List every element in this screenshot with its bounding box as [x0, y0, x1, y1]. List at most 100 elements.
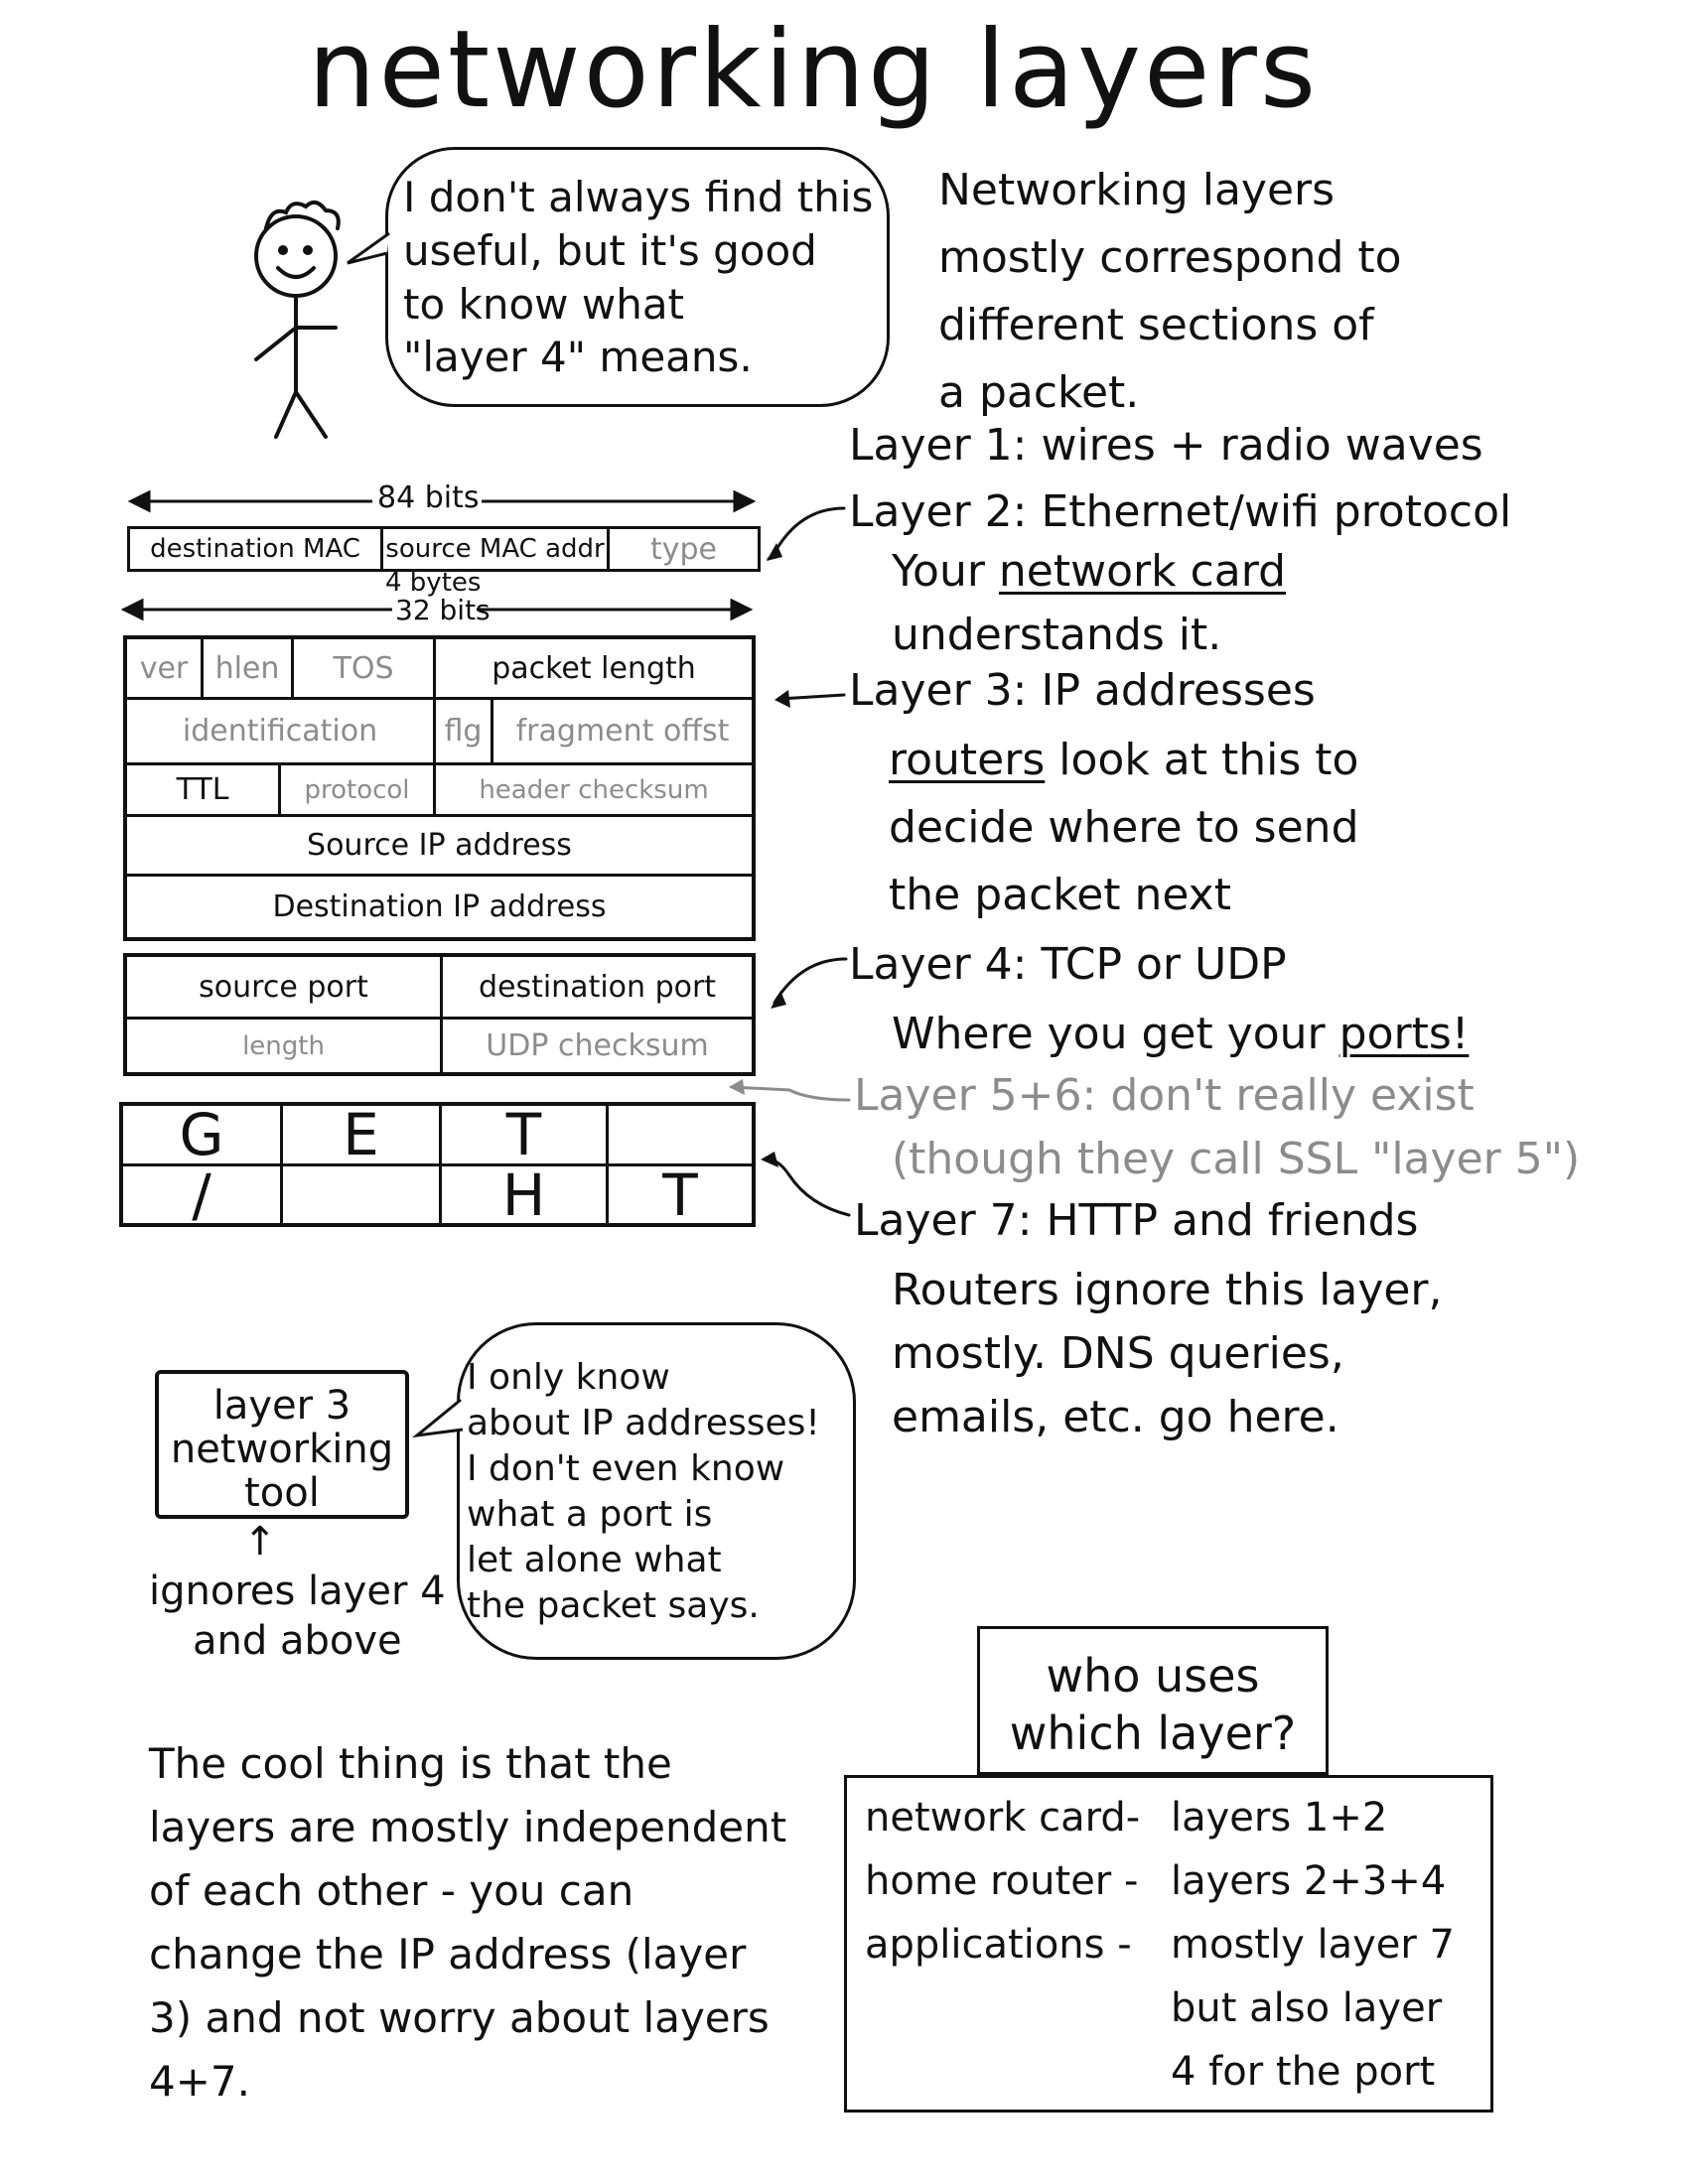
source-port-field: source port: [199, 969, 368, 1005]
payload-char: H: [501, 1160, 546, 1229]
layer56-label: Layer 5+6: don't really exist: [854, 1070, 1475, 1121]
payload-char: T: [662, 1160, 698, 1229]
up-arrow-icon: ↑: [243, 1519, 277, 1565]
network-card-term: network card: [998, 546, 1286, 597]
http-payload: G E T / H T: [119, 1101, 756, 1229]
layer3-tool-box: layer 3 networking tool: [155, 1370, 409, 1519]
ip-header: ver hlen TOS packet length identificatio…: [123, 635, 756, 941]
tool-box-line: networking: [170, 1427, 394, 1472]
intro-line: mostly correspond to: [938, 232, 1402, 283]
what-cell-extra: 4 for the port: [1171, 2049, 1436, 2095]
who-cell: network card-: [865, 1795, 1141, 1841]
tool-box-text: layer 3 networking tool: [159, 1384, 405, 1515]
ip-width-bits-label: 32 bits: [395, 594, 491, 626]
paragraph-line: 3) and not worry about layers: [149, 1993, 770, 2042]
page-title: networking layers: [308, 8, 1320, 132]
layer3-label: Layer 3: IP addresses: [849, 665, 1316, 716]
ports-term: ports!: [1338, 1009, 1470, 1059]
ver-field: ver: [139, 650, 189, 686]
source-mac-field: source MAC addr: [383, 529, 610, 569]
layer3-desc-2: decide where to send: [889, 802, 1359, 853]
speech-line: to know what: [403, 279, 685, 329]
who-cell: applications -: [865, 1922, 1132, 1968]
ip-width-bytes-label: 4 bytes: [385, 568, 482, 598]
payload-char: E: [343, 1101, 379, 1168]
routers-term: routers: [889, 735, 1046, 785]
speech-line: "layer 4" means.: [403, 333, 753, 382]
what-cell: layers 1+2: [1171, 1795, 1388, 1841]
speech-bubble-top: [385, 147, 890, 407]
speech-line: I don't even know: [467, 1448, 785, 1489]
paragraph-line: change the IP address (layer: [149, 1930, 747, 1979]
speech-line: let alone what: [467, 1540, 722, 1580]
intro-line: different sections of: [938, 300, 1374, 350]
destination-mac-field: destination MAC: [130, 529, 383, 569]
layer7-desc-line: Routers ignore this layer,: [892, 1265, 1443, 1315]
layer7-desc-line: mostly. DNS queries,: [892, 1328, 1344, 1379]
what-cell: layers 2+3+4: [1171, 1858, 1447, 1904]
cool-thing-paragraph: The cool thing is that the layers are mo…: [149, 1732, 786, 2114]
who-uses-title-line: which layer?: [1009, 1706, 1297, 1760]
who-uses-title-box: who uses which layer?: [977, 1626, 1329, 1775]
layer2-desc: Your network card: [892, 546, 1286, 597]
intro-text: Networking layers mostly correspond to d…: [938, 157, 1402, 427]
udp-checksum-field: UDP checksum: [486, 1028, 709, 1063]
ethernet-header: destination MAC source MAC addr type: [127, 526, 761, 572]
what-cell-extra: but also layer: [1171, 1985, 1443, 2031]
udp-header: source port destination port length UDP …: [123, 953, 756, 1076]
ethernet-width-label: 84 bits: [377, 480, 480, 515]
layer7-desc: Routers ignore this layer, mostly. DNS q…: [892, 1259, 1443, 1449]
destination-port-field: destination port: [478, 969, 717, 1005]
tool-caption-line: ignores layer 4: [149, 1569, 446, 1614]
flags-field: flg: [444, 714, 483, 749]
speech-line: I don't always find this: [403, 173, 874, 221]
speech-bubble-tool-text: I only know about IP addresses! I don't …: [467, 1355, 820, 1629]
payload-char: /: [192, 1160, 211, 1229]
layer3-desc: routers look at this to: [889, 735, 1359, 785]
speech-line: useful, but it's good: [403, 225, 817, 275]
layer56-desc: (though they call SSL "layer 5"): [892, 1134, 1581, 1184]
packet-length-field: packet length: [492, 650, 696, 686]
layer4-label: Layer 4: TCP or UDP: [849, 939, 1287, 990]
paragraph-line: The cool thing is that the: [149, 1739, 672, 1788]
layer7-desc-line: emails, etc. go here.: [892, 1392, 1339, 1442]
source-ip-field: Source IP address: [307, 828, 572, 863]
who-uses-title-line: who uses: [1046, 1649, 1260, 1703]
what-cell: mostly layer 7: [1171, 1922, 1455, 1968]
hlen-field: hlen: [214, 650, 280, 686]
payload-char: T: [505, 1101, 542, 1168]
paragraph-line: layers are mostly independent: [149, 1803, 787, 1851]
speech-line: I only know: [467, 1357, 670, 1398]
length-field: length: [242, 1030, 325, 1061]
paragraph-line: 4+7.: [149, 2057, 250, 2106]
identification-field: identification: [182, 714, 378, 749]
header-checksum-field: header checksum: [479, 774, 709, 805]
paragraph-line: of each other - you can: [149, 1866, 634, 1915]
what-column: layers 1+2 layers 2+3+4 mostly layer 7 b…: [1171, 1786, 1455, 2104]
destination-ip-field: Destination IP address: [272, 889, 607, 924]
layer2-desc-text: Your: [892, 546, 999, 597]
layer7-label: Layer 7: HTTP and friends: [854, 1195, 1419, 1246]
tool-box-line: tool: [244, 1470, 320, 1516]
who-uses-table: network card- home router - applications…: [844, 1775, 1493, 2113]
speech-line: what a port is: [467, 1494, 713, 1535]
payload-char: G: [179, 1101, 224, 1168]
tool-box-line: layer 3: [212, 1383, 352, 1429]
layer2-label: Layer 2: Ethernet/wifi protocol: [849, 486, 1512, 537]
tool-caption: ignores layer 4 and above: [149, 1567, 446, 1666]
type-field: type: [649, 531, 718, 567]
speech-bubble-top-text: I don't always find this useful, but it'…: [403, 171, 873, 384]
intro-line: a packet.: [938, 367, 1140, 418]
layer4-desc-text: Where you get your: [892, 1009, 1339, 1059]
layer3-desc-text: look at this to: [1045, 735, 1359, 785]
tool-caption-line: and above: [192, 1618, 402, 1664]
speech-line: about IP addresses!: [467, 1403, 820, 1443]
layer1-label: Layer 1: wires + radio waves: [849, 420, 1483, 471]
layer4-desc: Where you get your ports!: [892, 1009, 1470, 1059]
speech-bubble-tool: [457, 1322, 856, 1660]
